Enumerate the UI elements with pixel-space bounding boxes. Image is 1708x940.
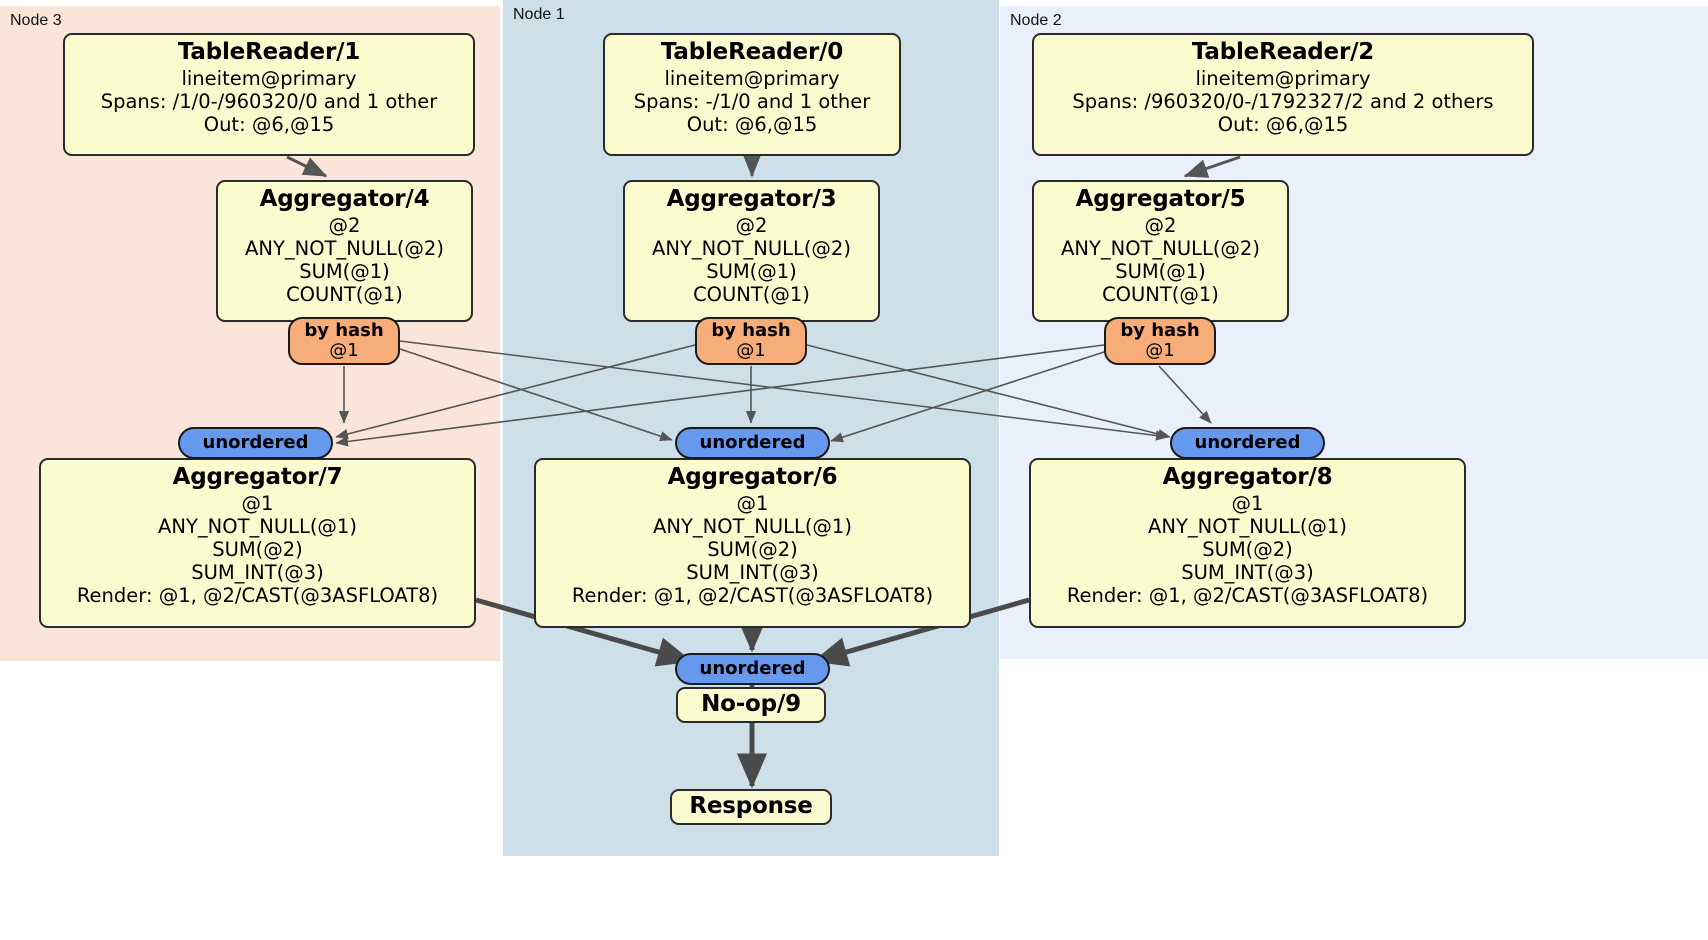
node-title: TableReader/1 (177, 39, 361, 65)
node-line: @1 (736, 492, 769, 516)
node-title: Aggregator/4 (259, 186, 430, 212)
node-title: Aggregator/3 (666, 186, 837, 212)
node-line: ANY_NOT_NULL(@2) (1061, 237, 1260, 261)
node-line: SUM_INT(@3) (1181, 561, 1314, 585)
node-title: Response (689, 793, 813, 820)
node-line: SUM_INT(@3) (686, 561, 819, 585)
node-line: Render: @1, @2/CAST(@3ASFLOAT8) (76, 584, 439, 608)
pill-label: by hash (1120, 319, 1200, 341)
node-line: SUM(@1) (299, 260, 390, 284)
node-line: SUM(@2) (1202, 538, 1293, 562)
node-line: ANY_NOT_NULL(@1) (158, 515, 357, 539)
node-line: SUM_INT(@3) (191, 561, 324, 585)
node-line: SUM(@1) (1115, 260, 1206, 284)
pill-unordered-left[interactable]: unordered (178, 427, 333, 459)
node-line: lineitem@primary (181, 67, 357, 91)
node-table-reader-2[interactable]: TableReader/2 lineitem@primary Spans: /9… (1032, 33, 1534, 156)
node-line: SUM(@2) (212, 538, 303, 562)
node-aggregator-4[interactable]: Aggregator/4 @2 ANY_NOT_NULL(@2) SUM(@1)… (216, 180, 473, 322)
node-line: @2 (1144, 214, 1177, 238)
pill-unordered-right[interactable]: unordered (1170, 427, 1325, 459)
pill-label: unordered (202, 431, 309, 453)
node-aggregator-7[interactable]: Aggregator/7 @1 ANY_NOT_NULL(@1) SUM(@2)… (39, 458, 476, 628)
node-line: SUM(@2) (707, 538, 798, 562)
node-response[interactable]: Response (670, 789, 832, 825)
node-title: Aggregator/5 (1075, 186, 1246, 212)
node-line: @1 (1231, 492, 1264, 516)
node-line: @2 (328, 214, 361, 238)
node-line: Out: @6,@15 (1217, 113, 1349, 137)
node-aggregator-8[interactable]: Aggregator/8 @1 ANY_NOT_NULL(@1) SUM(@2)… (1029, 458, 1466, 628)
node-line: lineitem@primary (664, 67, 840, 91)
pill-by-hash-aggregator-5[interactable]: by hash @1 (1104, 317, 1216, 365)
region-node-1-label: Node 1 (513, 6, 565, 23)
node-aggregator-5[interactable]: Aggregator/5 @2 ANY_NOT_NULL(@2) SUM(@1)… (1032, 180, 1289, 322)
node-line: Spans: /960320/0-/1792327/2 and 2 others (1072, 90, 1494, 114)
pill-label: by hash (711, 319, 791, 341)
node-aggregator-3[interactable]: Aggregator/3 @2 ANY_NOT_NULL(@2) SUM(@1)… (623, 180, 880, 322)
pill-label: by hash (304, 319, 384, 341)
node-title: TableReader/0 (660, 39, 844, 65)
pill-label: unordered (699, 657, 806, 679)
node-line: @2 (735, 214, 768, 238)
region-node-2-label: Node 2 (1010, 12, 1062, 29)
node-line: Spans: -/1/0 and 1 other (633, 90, 871, 114)
pill-unordered-final[interactable]: unordered (675, 653, 830, 685)
node-line: Out: @6,@15 (203, 113, 335, 137)
node-table-reader-0[interactable]: TableReader/0 lineitem@primary Spans: -/… (603, 33, 901, 156)
node-line: ANY_NOT_NULL(@1) (1148, 515, 1347, 539)
node-table-reader-1[interactable]: TableReader/1 lineitem@primary Spans: /1… (63, 33, 475, 156)
pill-by-hash-aggregator-4[interactable]: by hash @1 (288, 317, 400, 365)
node-line: Spans: /1/0-/960320/0 and 1 other (100, 90, 438, 114)
node-title: TableReader/2 (1191, 39, 1375, 65)
node-line: Out: @6,@15 (686, 113, 818, 137)
node-line: Render: @1, @2/CAST(@3ASFLOAT8) (1066, 584, 1429, 608)
node-line: ANY_NOT_NULL(@1) (653, 515, 852, 539)
node-line: lineitem@primary (1195, 67, 1371, 91)
pill-sublabel: @1 (329, 340, 359, 361)
pill-label: unordered (699, 431, 806, 453)
node-line: COUNT(@1) (693, 283, 810, 307)
pill-unordered-middle[interactable]: unordered (675, 427, 830, 459)
node-aggregator-6[interactable]: Aggregator/6 @1 ANY_NOT_NULL(@1) SUM(@2)… (534, 458, 971, 628)
node-line: COUNT(@1) (1102, 283, 1219, 307)
node-line: ANY_NOT_NULL(@2) (652, 237, 851, 261)
node-title: Aggregator/7 (172, 464, 343, 490)
node-title: No-op/9 (701, 691, 801, 718)
pill-sublabel: @1 (736, 340, 766, 361)
region-node-3-label: Node 3 (10, 12, 62, 29)
node-title: Aggregator/6 (667, 464, 838, 490)
node-title: Aggregator/8 (1162, 464, 1333, 490)
pill-by-hash-aggregator-3[interactable]: by hash @1 (695, 317, 807, 365)
node-line: COUNT(@1) (286, 283, 403, 307)
node-line: ANY_NOT_NULL(@2) (245, 237, 444, 261)
node-line: Render: @1, @2/CAST(@3ASFLOAT8) (571, 584, 934, 608)
pill-sublabel: @1 (1145, 340, 1175, 361)
node-no-op-9[interactable]: No-op/9 (676, 687, 826, 723)
pill-label: unordered (1194, 431, 1301, 453)
node-line: SUM(@1) (706, 260, 797, 284)
node-line: @1 (241, 492, 274, 516)
